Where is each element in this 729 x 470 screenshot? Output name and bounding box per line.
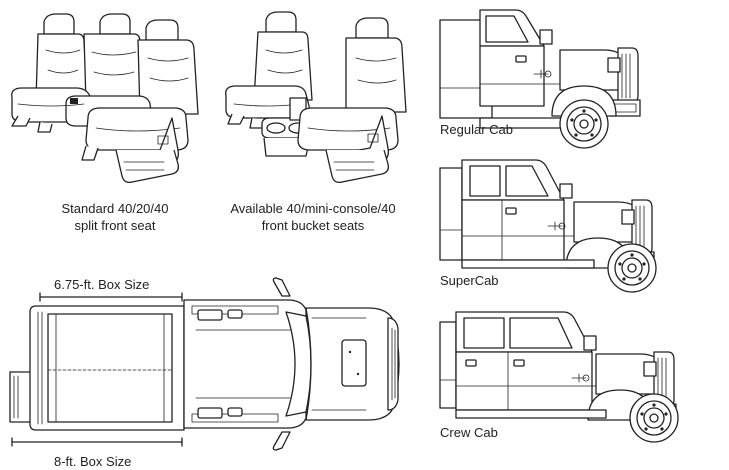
standard-seat-caption: Standard 40/20/40 split front seat xyxy=(20,200,210,234)
short-box-dimension-line xyxy=(39,292,183,302)
truck-top-view-drawing xyxy=(9,277,400,451)
standard-seat-caption-line1: Standard 40/20/40 xyxy=(61,201,169,216)
bucket-seat-caption-line2: front bucket seats xyxy=(261,218,365,233)
bucket-seats-drawing xyxy=(225,11,407,184)
crew-cab-drawing xyxy=(439,311,679,443)
supercab-label: SuperCab xyxy=(440,273,499,288)
seat-bench-drawing xyxy=(11,13,199,184)
regular-cab-label: Regular Cab xyxy=(440,122,513,137)
bucket-seat-caption-line1: Available 40/mini-console/40 xyxy=(230,201,396,216)
crew-cab-label: Crew Cab xyxy=(440,425,498,440)
standard-seat-caption-line2: split front seat xyxy=(74,218,156,233)
bucket-seat-caption: Available 40/mini-console/40 front bucke… xyxy=(208,200,418,234)
long-box-dimension-line xyxy=(11,437,183,447)
short-box-size-label: 6.75-ft. Box Size xyxy=(54,277,150,292)
long-box-size-label: 8-ft. Box Size xyxy=(54,454,132,469)
